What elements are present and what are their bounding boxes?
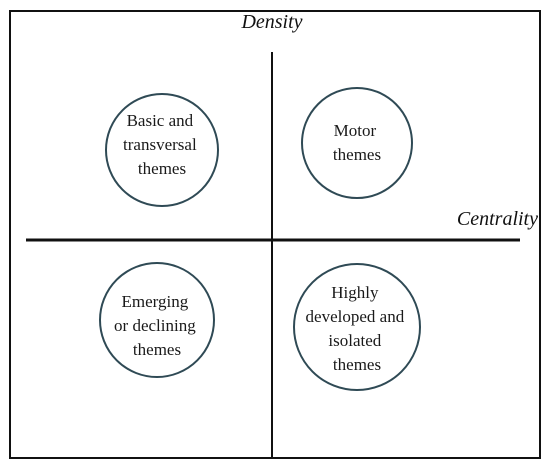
quadrant-label-line: or declining	[114, 316, 196, 335]
quadrant-bottom-left: Emerging or declining themes	[99, 262, 215, 378]
quadrant-label-line: themes	[333, 145, 381, 164]
quadrant-label-line: themes	[333, 355, 381, 374]
quadrant-circle	[99, 262, 215, 378]
quadrant-circle	[293, 263, 421, 391]
quadrant-label-line: Emerging	[122, 292, 189, 311]
horizontal-axis-label: Centrality	[457, 208, 538, 230]
quadrant-circle	[301, 87, 413, 199]
quadrant-label-line: themes	[138, 159, 186, 178]
quadrant-label-line: developed and	[306, 307, 405, 326]
quadrant-top-left: Basic and transversal themes	[105, 93, 219, 207]
quadrant-label-line: Highly	[331, 283, 379, 302]
quadrant-label-line: isolated	[328, 331, 381, 350]
quadrant-label-line: transversal	[123, 135, 197, 154]
quadrant-label-bottom-left: Emerging or declining themes	[114, 292, 200, 359]
quadrant-label-top-left: Basic and transversal themes	[123, 111, 201, 178]
quadrant-top-right: Motor themes	[301, 87, 413, 199]
quadrant-label-line: Motor	[334, 121, 377, 140]
diagram-frame	[9, 10, 541, 459]
quadrant-label-top-right: Motor themes	[333, 121, 381, 164]
quadrant-label-bottom-right: Highly developed and isolated themes	[306, 283, 409, 374]
quadrant-circle	[105, 93, 219, 207]
quadrant-label-line: themes	[133, 340, 181, 359]
quadrant-label-line: Basic and	[127, 111, 194, 130]
vertical-axis-label: Density	[240, 11, 302, 33]
quadrant-bottom-right: Highly developed and isolated themes	[293, 263, 421, 391]
